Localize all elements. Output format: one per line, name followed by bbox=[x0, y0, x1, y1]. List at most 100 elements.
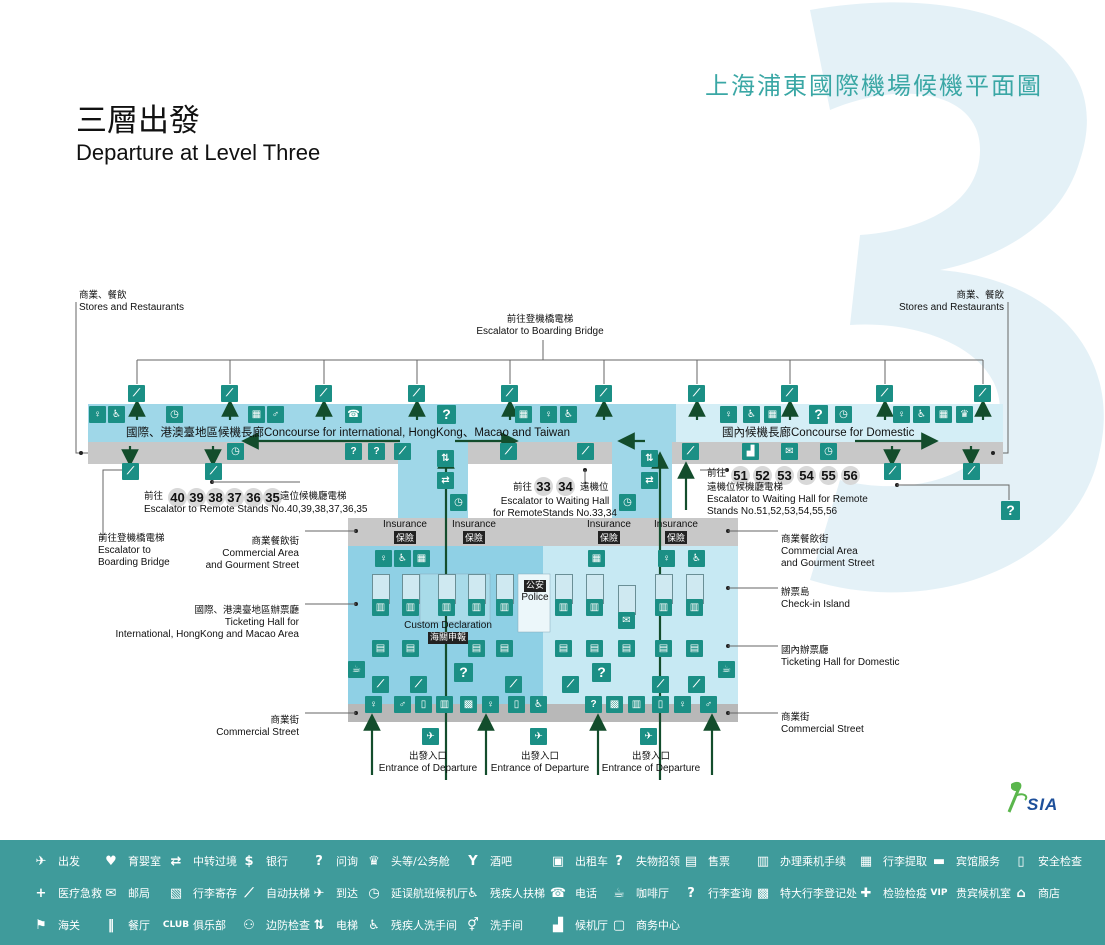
taxi-icon: ▣ bbox=[551, 853, 565, 869]
legend-label: 头等/公务舱 bbox=[391, 855, 450, 868]
firstclass-icon: ♛ bbox=[368, 853, 380, 869]
legend-label: 商务中心 bbox=[636, 919, 680, 932]
escalator-icon: ⟋ bbox=[408, 385, 425, 402]
escalator-icon: ⟋ bbox=[884, 463, 901, 480]
legend-item: ▩特大行李登记处 bbox=[752, 882, 857, 904]
delayed-icon: ◷ bbox=[227, 443, 244, 460]
checkin-icon: ▥ bbox=[686, 599, 703, 616]
remote-left-suffix: 遠位候機廳電梯 bbox=[280, 491, 347, 502]
baggage-claim-icon: ▦ bbox=[859, 853, 873, 869]
ticket-icon: ▤ bbox=[468, 640, 485, 657]
oversize-baggage-icon: ▩ bbox=[606, 696, 623, 713]
legend-item: ☕ 咖啡厅 bbox=[608, 882, 669, 904]
legend-item: ?问询 bbox=[308, 850, 358, 872]
legend-label: 残疾人洗手间 bbox=[391, 919, 457, 932]
legend-label: 贵宾候机室 bbox=[956, 887, 1011, 900]
question-icon: ? bbox=[1001, 501, 1020, 520]
legend-label: 电话 bbox=[575, 887, 597, 900]
police-label: 公安 Police bbox=[521, 580, 549, 603]
oversize-baggage-icon: ▩ bbox=[460, 696, 477, 713]
lost-found-icon: ? bbox=[615, 853, 623, 869]
elevator-icon: ⇅ bbox=[437, 450, 454, 467]
checkin-icon: ▥ bbox=[628, 696, 645, 713]
toilet-icon: ♀ bbox=[540, 406, 557, 423]
escalator-icon: ⟋ bbox=[682, 443, 699, 460]
legend-item: ▯安全检查 bbox=[1010, 850, 1082, 872]
baggage-claim-icon: ▦ bbox=[248, 406, 265, 423]
legend-label: 出租车 bbox=[575, 855, 608, 868]
lost-found-icon: ? bbox=[368, 443, 385, 460]
legend-item: ⇄ 中转过境 bbox=[165, 850, 237, 872]
gate-number: 40 bbox=[168, 488, 187, 507]
waiting-hall-icon: ▟ bbox=[553, 917, 563, 933]
checkin-icon: ▥ bbox=[555, 599, 572, 616]
legend-item: ⚑海关 bbox=[30, 914, 80, 936]
transfer-icon: ⇄ bbox=[641, 472, 658, 489]
oversize-baggage-icon: ▩ bbox=[756, 885, 770, 901]
checkin-icon: ▥ bbox=[496, 599, 513, 616]
legend-label: 中转过境 bbox=[193, 855, 237, 868]
ticket-icon: ▤ bbox=[496, 640, 513, 657]
baggage-claim-icon: ▦ bbox=[515, 406, 532, 423]
legend-label: 行李提取 bbox=[883, 855, 927, 868]
transfer-icon: ⇄ bbox=[170, 853, 182, 869]
telephone-icon: ☎ bbox=[345, 406, 362, 423]
remote-left-prefix: 前往 bbox=[144, 491, 164, 502]
ticket-icon: ▤ bbox=[402, 640, 419, 657]
escalator-icon: ⟋ bbox=[221, 385, 238, 402]
question-icon: ? bbox=[809, 405, 828, 424]
legend-label: 安全检查 bbox=[1038, 855, 1082, 868]
legend-label: 电梯 bbox=[336, 919, 358, 932]
transfer-icon: ⇄ bbox=[437, 472, 454, 489]
escalator-icon: ⟋ bbox=[688, 676, 705, 693]
legend-item: ⚇边防检查 bbox=[238, 914, 310, 936]
toilet-icon: ♀ bbox=[658, 550, 675, 567]
cafe-icon: ☕ bbox=[613, 885, 625, 901]
gate-number: 36 bbox=[244, 488, 263, 507]
gate-number: 52 bbox=[753, 466, 772, 485]
gate-number: 39 bbox=[187, 488, 206, 507]
legend-item: ▤售票 bbox=[680, 850, 730, 872]
toilet-icon: ♂ bbox=[267, 406, 284, 423]
toilet-icon: ♀ bbox=[482, 696, 499, 713]
toilet-icon: ♂ bbox=[394, 696, 411, 713]
legend-item: ▧行李寄存 bbox=[165, 882, 237, 904]
escalator-icon: ⟋ bbox=[501, 385, 518, 402]
delayed-icon: ◷ bbox=[368, 885, 380, 901]
baggage-claim-icon: ▦ bbox=[764, 406, 781, 423]
toilet-icon: ♀ bbox=[720, 406, 737, 423]
page-title-cn: 三層出發 bbox=[76, 103, 200, 139]
elevator-icon: ⇅ bbox=[313, 917, 325, 933]
customs-icon: ⚑ bbox=[35, 917, 47, 933]
toilet-icon: ♀ bbox=[674, 696, 691, 713]
remote-left-en: Escalator to Remote Stands No.40,39,38,3… bbox=[144, 504, 368, 515]
legend-label: 延误航班候机厅 bbox=[391, 887, 468, 900]
legend-label: 商店 bbox=[1038, 887, 1060, 900]
legend-item: ♥育婴室 bbox=[100, 850, 161, 872]
legend-label: 问询 bbox=[336, 855, 358, 868]
legend-label: 育婴室 bbox=[128, 855, 161, 868]
ticket-icon: ▤ bbox=[555, 640, 572, 657]
legend-item: ◷ 延误航班候机厅 bbox=[363, 882, 468, 904]
ticket-icon: ▤ bbox=[684, 853, 698, 869]
gate-number: 35 bbox=[263, 488, 282, 507]
toilet-icon: ♀ bbox=[365, 696, 382, 713]
legend-label: 出发 bbox=[58, 855, 80, 868]
gate-number: 34 bbox=[556, 477, 575, 496]
legend-label: 咖啡厅 bbox=[636, 887, 669, 900]
lost-found-icon: ? bbox=[585, 696, 602, 713]
floor-plan bbox=[75, 302, 1010, 780]
concourse-domestic-label: 國內候機長廊Concourse for Domestic bbox=[722, 427, 915, 439]
mail-icon: ✉ bbox=[781, 443, 798, 460]
legend-label: 宾馆服务 bbox=[956, 855, 1000, 868]
escalator-icon: ⟋ bbox=[781, 385, 798, 402]
sia-logo-mark bbox=[1007, 781, 1028, 813]
